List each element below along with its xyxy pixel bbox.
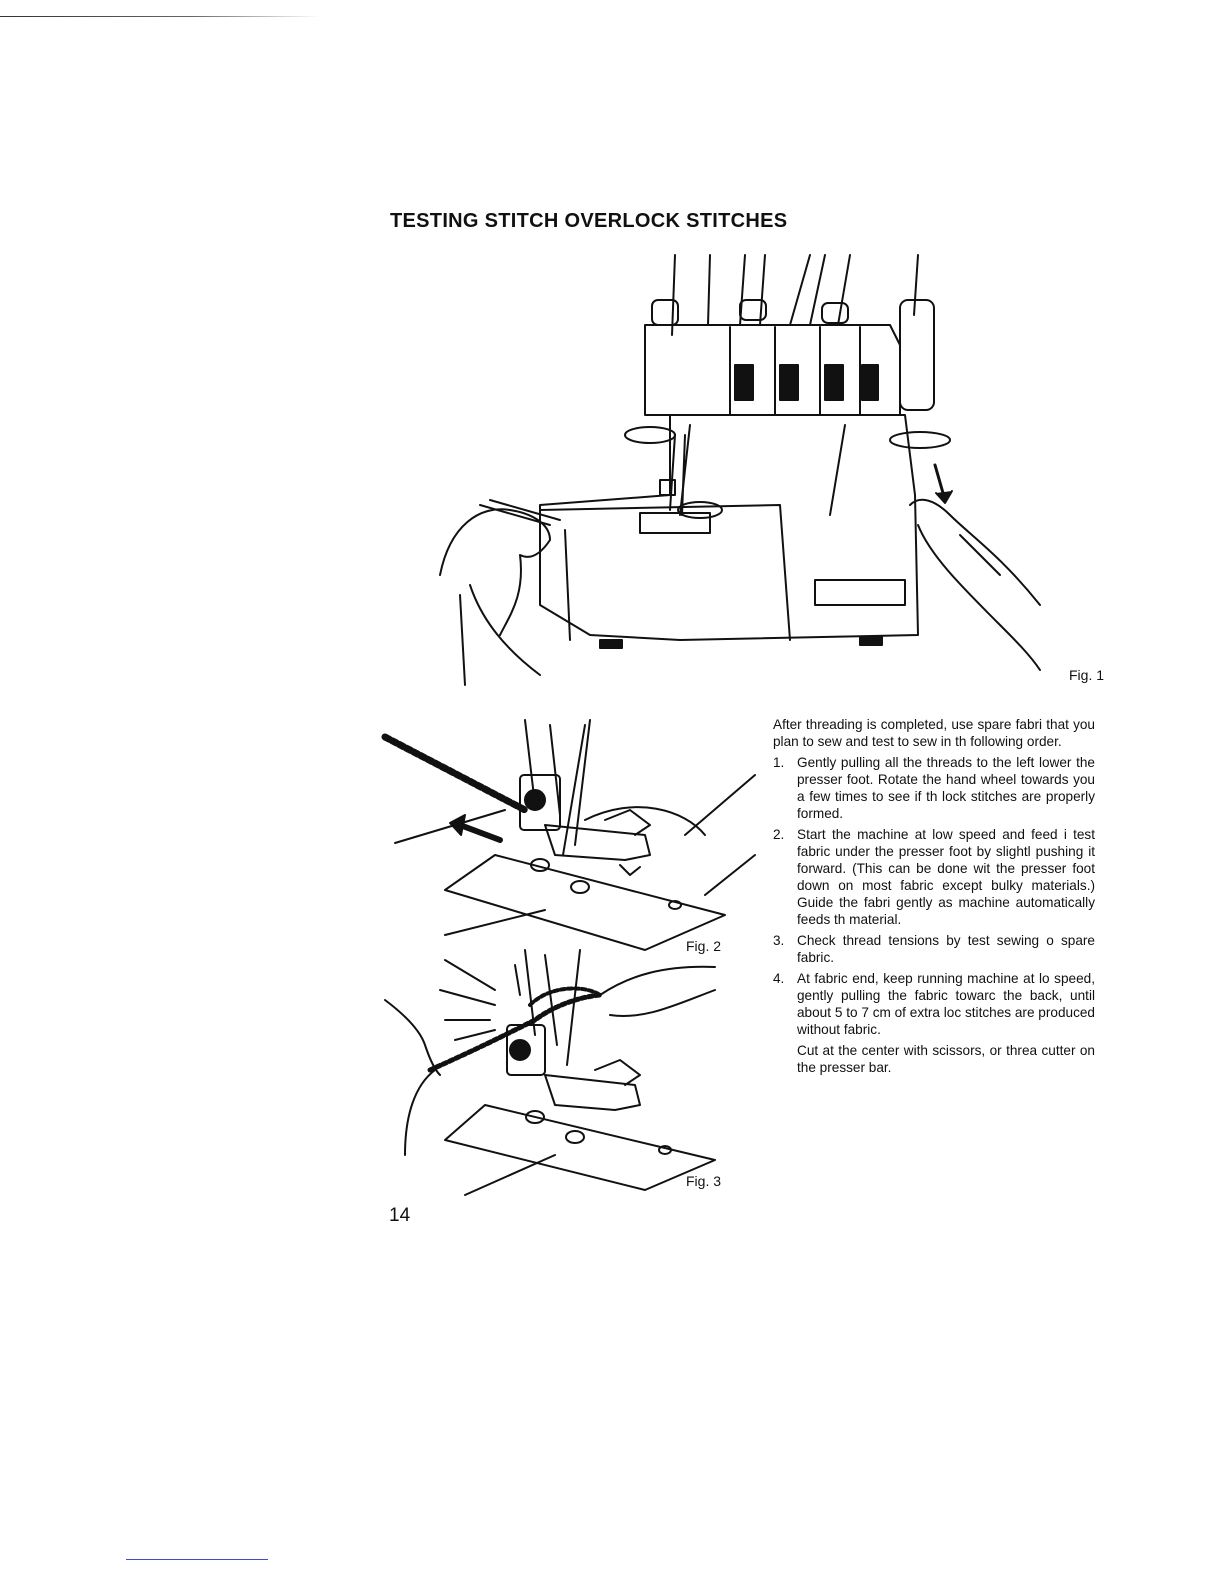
step-item: 3. Check thread tensions by test sewing … xyxy=(773,932,1095,966)
step-number: 1. xyxy=(773,755,785,770)
fig2-presser-foot-illustration xyxy=(381,719,756,951)
step-text: Gently pulling all the threads to the le… xyxy=(797,755,1095,821)
fig3-caption: Fig. 3 xyxy=(686,1173,722,1189)
fig1-caption: Fig. 1 xyxy=(1069,667,1105,683)
step-item: 1. Gently pulling all the threads to the… xyxy=(773,754,1095,822)
scan-artifact-line xyxy=(0,16,320,17)
fig2-caption: Fig. 2 xyxy=(686,938,722,954)
step-text: Start the machine at low speed and feed … xyxy=(797,827,1095,927)
step-item: 2. Start the machine at low speed and fe… xyxy=(773,826,1095,928)
page-number: 14 xyxy=(389,1205,411,1226)
step-number: 4. xyxy=(773,971,785,986)
intro-paragraph: After threading is completed, use spare … xyxy=(773,717,1095,749)
bottom-rule xyxy=(126,1559,268,1560)
page-title: TESTING STITCH OVERLOCK STITCHES xyxy=(390,210,788,232)
steps-list: 1. Gently pulling all the threads to the… xyxy=(773,754,1095,1038)
fig1-overlock-machine-illustration xyxy=(439,254,1041,686)
step-text: Check thread tensions by test sewing o s… xyxy=(797,933,1095,965)
fig3-pulling-fabric-illustration xyxy=(384,949,716,1196)
step-text: At fabric end, keep running machine at l… xyxy=(797,971,1095,1037)
step-number: 2. xyxy=(773,827,785,842)
step-item: 4. At fabric end, keep running machine a… xyxy=(773,970,1095,1038)
step-number: 3. xyxy=(773,933,785,948)
instructions-text: After threading is completed, use spare … xyxy=(773,716,1095,1080)
cut-note: Cut at the center with scissors, or thre… xyxy=(797,1043,1095,1075)
